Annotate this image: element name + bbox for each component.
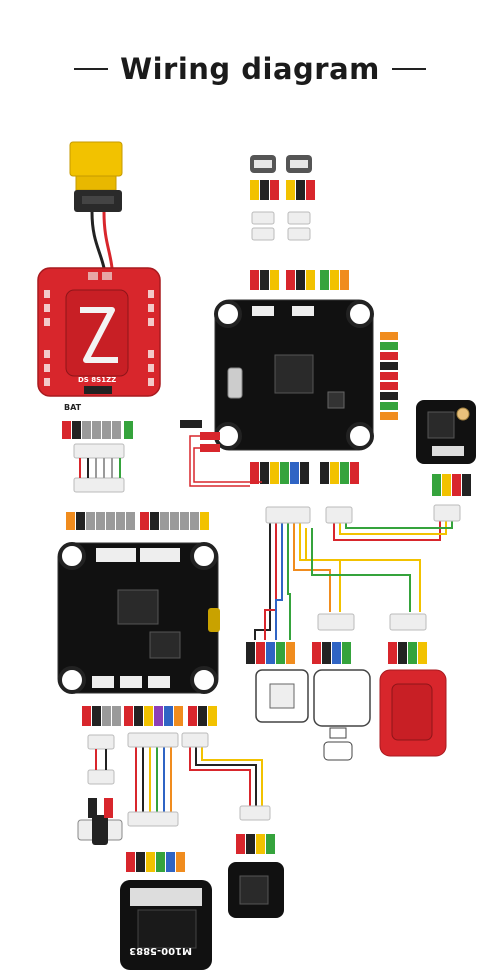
page-title: Wiring diagram (120, 52, 380, 86)
title-line-left (74, 68, 109, 70)
compass-plug-top (181, 732, 209, 748)
rx-plug (433, 504, 461, 522)
gps-plug-bottom (127, 811, 179, 827)
esc-label: BAT (64, 403, 82, 412)
esc-board (37, 267, 161, 397)
pin-chip-row-stack (66, 512, 209, 530)
pin-chip-row-vtx-pins (246, 642, 427, 664)
title-line-right (391, 68, 426, 70)
fc-board-top (214, 299, 374, 451)
camera-connector-1 (250, 155, 276, 173)
pin-chip-row-esc (62, 421, 133, 439)
vtx-module (379, 669, 447, 757)
fc-harness-plug (265, 506, 311, 524)
gps-module (120, 880, 212, 970)
gps-wires (135, 746, 263, 812)
vtx-plug (389, 613, 427, 631)
pin-chip-row-lower-fc (82, 706, 217, 726)
gps-plug-top (127, 732, 179, 748)
buzzer-plug (87, 734, 115, 785)
fc-board-bottom (57, 542, 220, 694)
air-unit-plug (317, 613, 355, 631)
pin-chip-row-cam (250, 180, 349, 290)
gps-label: M100-5883 (129, 945, 192, 956)
pin-chip-col-right (380, 332, 398, 420)
receiver-module (416, 400, 476, 464)
air-unit-1 (255, 669, 309, 723)
compass-module (228, 862, 284, 918)
camera-connector-2 (286, 155, 312, 173)
title-bar: Wiring diagram (0, 44, 500, 94)
pin-chip-row-gps (88, 798, 275, 872)
plug-top-2 (287, 211, 311, 241)
air-unit-2 (313, 669, 371, 761)
plug-top-1 (251, 211, 275, 241)
esc-brand: DS 8S1ZZ (78, 376, 116, 384)
esc-plug (73, 443, 125, 493)
pin-chip-row-fc-bottom (250, 462, 471, 496)
pin-chip-row-fc-side (180, 420, 262, 487)
vtx-wire-harness (254, 520, 453, 640)
buzzer-button (77, 815, 123, 845)
xt60-connector (69, 141, 123, 269)
rx-plug-fc (325, 506, 353, 524)
compass-plug-bottom (239, 805, 271, 821)
